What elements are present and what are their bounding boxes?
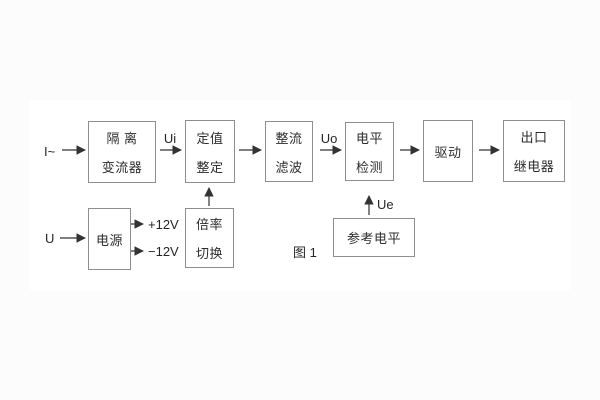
block-text: 整定 xyxy=(196,159,224,175)
label-input-voltage: U xyxy=(45,231,55,246)
block-text: 定值 xyxy=(196,130,224,146)
block-text: 变流器 xyxy=(101,160,143,175)
label-signal-uo: Uo xyxy=(320,131,338,146)
block-text: 出口 xyxy=(520,130,548,145)
block-reference-level: 参考电平 xyxy=(333,218,415,257)
block-text: 电平 xyxy=(355,130,383,146)
block-level-detection: 电平 检测 xyxy=(345,122,394,181)
block-text: 倍率 xyxy=(195,217,223,232)
block-text: 滤波 xyxy=(275,159,303,175)
block-text: 电源 xyxy=(95,232,123,248)
block-text: 驱动 xyxy=(434,144,462,160)
block-ratio-switch: 倍率 切换 xyxy=(185,208,234,268)
block-text: 整流 xyxy=(275,130,303,146)
block-text: 检测 xyxy=(355,159,383,175)
block-setting-adjustment: 定值 整定 xyxy=(185,120,235,183)
block-power-supply: 电源 xyxy=(88,208,131,270)
block-text: 参考电平 xyxy=(346,231,401,246)
block-isolation-transformer: 隔 离 变流器 xyxy=(88,121,156,183)
block-text: 继电器 xyxy=(513,159,555,174)
block-text: 隔 离 xyxy=(106,131,138,146)
label-signal-ue: Ue xyxy=(377,197,394,212)
label-signal-ui: Ui xyxy=(163,131,177,146)
block-driver: 驱动 xyxy=(423,120,473,182)
block-output-relay: 出口 继电器 xyxy=(503,120,565,182)
label-input-current: I~ xyxy=(44,144,56,159)
label-rail-positive: +12V xyxy=(148,217,179,232)
block-text: 切换 xyxy=(195,246,223,261)
label-rail-negative: −12V xyxy=(148,244,179,259)
figure-caption: 图 1 xyxy=(293,245,317,260)
block-rectifier-filter: 整流 滤波 xyxy=(265,121,313,182)
